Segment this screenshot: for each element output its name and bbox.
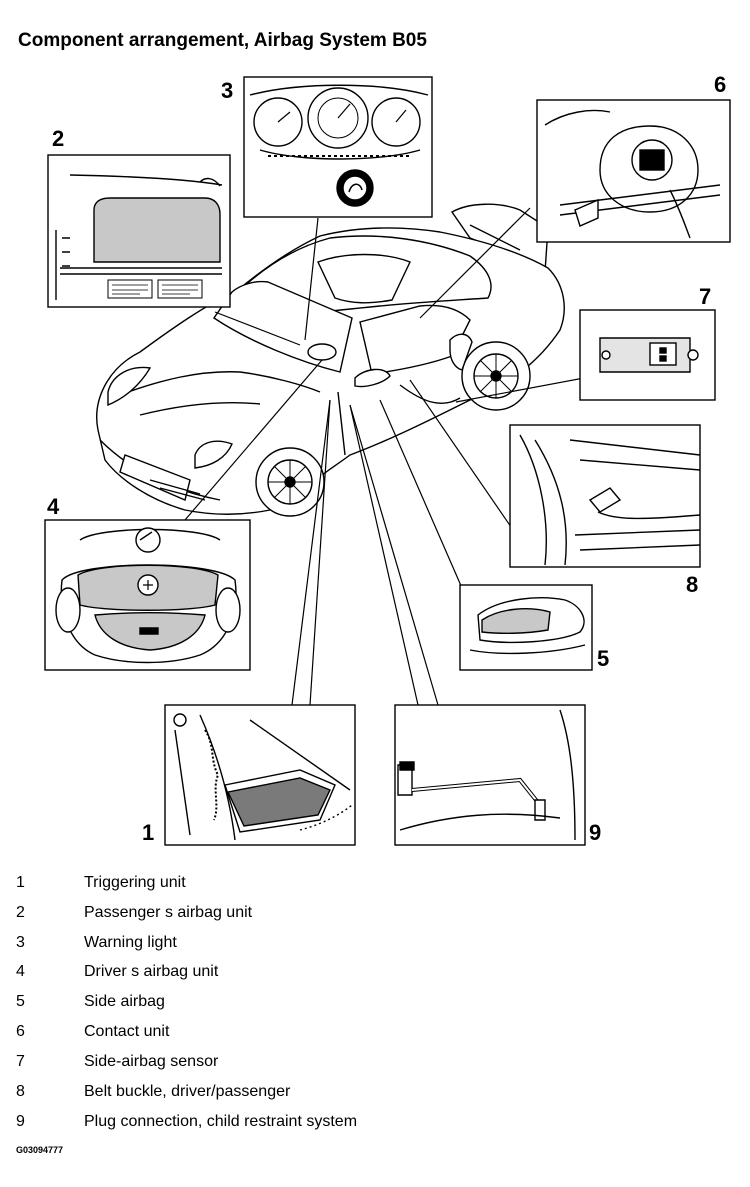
callout-1: 1 xyxy=(142,820,155,845)
legend-label: Plug connection, child restraint system xyxy=(84,1113,358,1130)
legend-label: Side airbag xyxy=(84,993,165,1010)
inset-contact-unit xyxy=(536,99,731,243)
legend-number: 3 xyxy=(16,934,25,951)
inset-side-airbag xyxy=(459,584,593,671)
legend-label: Warning light xyxy=(84,934,177,951)
inset-triggering-unit xyxy=(164,704,356,846)
legend-number: 9 xyxy=(16,1113,25,1130)
callout-2: 2 xyxy=(52,126,65,151)
airbag-component-diagram xyxy=(44,76,731,846)
legend-number: 2 xyxy=(16,904,25,921)
legend-number: 6 xyxy=(16,1023,25,1040)
legend-label: Triggering unit xyxy=(84,874,186,891)
legend-number: 1 xyxy=(16,874,25,891)
legend-label: Contact unit xyxy=(84,1023,170,1040)
legend-number: 8 xyxy=(16,1083,25,1100)
callout-3: 3 xyxy=(221,78,234,103)
callout-4: 4 xyxy=(47,494,60,519)
leader-lines xyxy=(184,207,585,706)
callout-7: 7 xyxy=(699,284,712,309)
legend-label: Belt buckle, driver/passenger xyxy=(84,1083,291,1100)
legend-label: Side-airbag sensor xyxy=(84,1053,219,1070)
inset-belt-buckle xyxy=(509,424,701,568)
inset-side-airbag-sensor xyxy=(579,309,716,401)
inset-passenger-airbag xyxy=(47,154,231,308)
callout-6: 6 xyxy=(714,72,727,97)
legend-label: Driver s airbag unit xyxy=(84,963,219,980)
callout-5: 5 xyxy=(597,646,610,671)
callout-9: 9 xyxy=(589,820,602,845)
inset-driver-airbag xyxy=(44,519,251,671)
figure-code: G03094777 xyxy=(16,1145,64,1155)
legend-number: 7 xyxy=(16,1053,25,1070)
inset-child-restraint-plug xyxy=(394,704,586,846)
inset-warning-light xyxy=(243,76,433,218)
legend-number: 5 xyxy=(16,993,25,1010)
callout-8: 8 xyxy=(686,572,699,597)
legend-label: Passenger s airbag unit xyxy=(84,904,253,921)
car-illustration xyxy=(96,203,565,517)
page-title: Component arrangement, Airbag System B05 xyxy=(18,30,427,51)
legend-number: 4 xyxy=(16,963,25,980)
